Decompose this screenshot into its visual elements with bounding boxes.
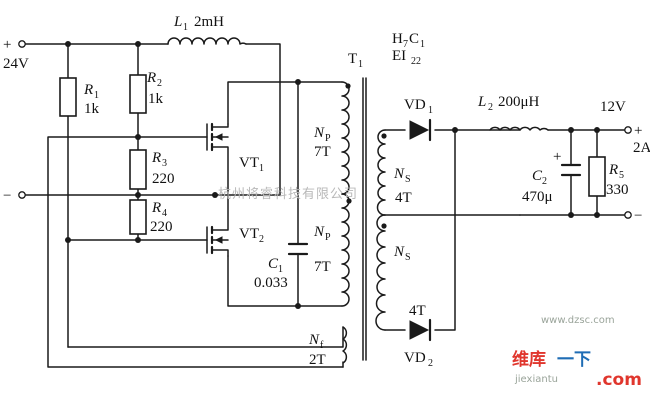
r5-value: 330: [606, 182, 629, 198]
nf-label: N: [308, 332, 320, 348]
core-ei: EI: [392, 48, 406, 64]
r4-value: 220: [150, 219, 173, 235]
output-terminals: [624, 126, 632, 219]
l2-sub: 2: [488, 102, 493, 113]
mosfet-vt1: [206, 122, 229, 196]
r3-label: R: [151, 150, 161, 166]
c1-label: C: [268, 256, 279, 272]
r5-sub: 5: [619, 170, 624, 181]
ns-top-turns: 4T: [395, 190, 412, 206]
watermark-site2: jiexiantu: [514, 374, 558, 385]
watermark-logo: 维库 一下 www.dzsc.com jiexiantu .com: [512, 315, 642, 390]
transformer-core: [362, 77, 367, 361]
t1-sub: 1: [358, 59, 363, 70]
resistor-r4: [129, 199, 147, 235]
l1-label: L: [173, 14, 182, 30]
l1-sub: 1: [183, 22, 188, 33]
ns-bottom-turns: 4T: [409, 303, 426, 319]
r5-label: R: [608, 162, 618, 178]
output-minus-sign: −: [634, 208, 642, 224]
resistor-r1: [59, 77, 77, 117]
input-voltage: 24V: [3, 56, 29, 72]
capacitor-c2: [560, 163, 582, 177]
c2-plus: +: [553, 149, 561, 165]
r2-sub: 2: [157, 78, 162, 89]
winding-np-bottom: [341, 193, 350, 307]
np-bottom-sub: P: [325, 232, 331, 243]
diode-vd1: [409, 118, 432, 142]
watermark-logo-right: 一下: [557, 350, 591, 370]
t1-label: T: [348, 51, 357, 67]
watermark-site: www.dzsc.com: [541, 315, 615, 326]
watermark-logo-left: 维库: [512, 349, 546, 370]
core-h: H: [392, 31, 403, 47]
transformer-t1: [341, 77, 386, 364]
diode-vd2: [409, 318, 432, 342]
l2-value: 200μH: [498, 94, 540, 110]
output-current: 2A: [633, 140, 650, 156]
np-bottom-label: N: [313, 224, 325, 240]
vt2-label: VT: [239, 226, 259, 242]
vd2-label: VD: [404, 350, 426, 366]
winding-np-top: [341, 81, 350, 195]
wiring: [21, 43, 629, 368]
np-top-label: N: [313, 125, 325, 141]
vd1-sub: 1: [428, 105, 433, 116]
r1-value: 1k: [84, 101, 100, 117]
r1-label: R: [83, 82, 93, 98]
r3-sub: 3: [162, 158, 167, 169]
core-ei-sub: 22: [411, 56, 421, 67]
vt2-sub: 2: [259, 234, 264, 245]
vd2-sub: 2: [428, 358, 433, 369]
c2-label: C: [532, 168, 543, 184]
watermark-company: 杭州将睿科技有限公司: [218, 187, 358, 202]
capacitor-c1: [287, 242, 309, 256]
winding-ns-bottom: [375, 214, 386, 331]
c2-sub: 2: [542, 176, 547, 187]
output-plus-sign: +: [634, 123, 642, 139]
np-top-sub: P: [325, 133, 331, 144]
nf-turns: 2T: [309, 352, 326, 368]
r2-value: 1k: [148, 91, 164, 107]
c2-value: 470μ: [522, 189, 553, 205]
mosfet-vt2: [206, 194, 229, 257]
vt1-label: VT: [239, 155, 259, 171]
vt1-sub: 1: [259, 163, 264, 174]
r3-value: 220: [152, 171, 175, 187]
r4-label: R: [151, 200, 161, 216]
winding-nf: [342, 326, 348, 364]
ns-bottom-label: N: [393, 244, 405, 260]
watermark-com: .com: [596, 370, 642, 390]
ns-bottom-sub: S: [405, 252, 411, 263]
inductor-l2: [489, 126, 549, 131]
output-voltage: 12V: [600, 99, 626, 115]
l1-value: 2mH: [194, 14, 224, 30]
inductor-l1: [167, 37, 247, 45]
ns-top-sub: S: [405, 174, 411, 185]
resistor-r5: [588, 156, 606, 197]
core-c: C: [409, 31, 419, 47]
input-plus-sign: +: [3, 37, 11, 53]
r4-sub: 4: [162, 208, 167, 219]
resistor-r2: [129, 74, 147, 114]
l2-label: L: [477, 94, 486, 110]
core-h-sub: 7: [403, 39, 408, 50]
nf-sub: f: [320, 340, 324, 351]
r2-label: R: [146, 70, 156, 86]
c1-value: 0.033: [254, 275, 288, 291]
np-bottom-turns: 7T: [314, 259, 331, 275]
vd1-label: VD: [404, 97, 426, 113]
c1-sub: 1: [278, 264, 283, 275]
ns-top-label: N: [393, 166, 405, 182]
input-terminals: [18, 40, 26, 199]
winding-ns-top: [376, 129, 386, 216]
input-minus-sign: −: [3, 188, 11, 204]
resistor-r3: [129, 149, 147, 190]
r1-sub: 1: [94, 90, 99, 101]
np-top-turns: 7T: [314, 144, 331, 160]
junction-dots: [65, 41, 600, 309]
core-c-sub: 1: [420, 39, 425, 50]
